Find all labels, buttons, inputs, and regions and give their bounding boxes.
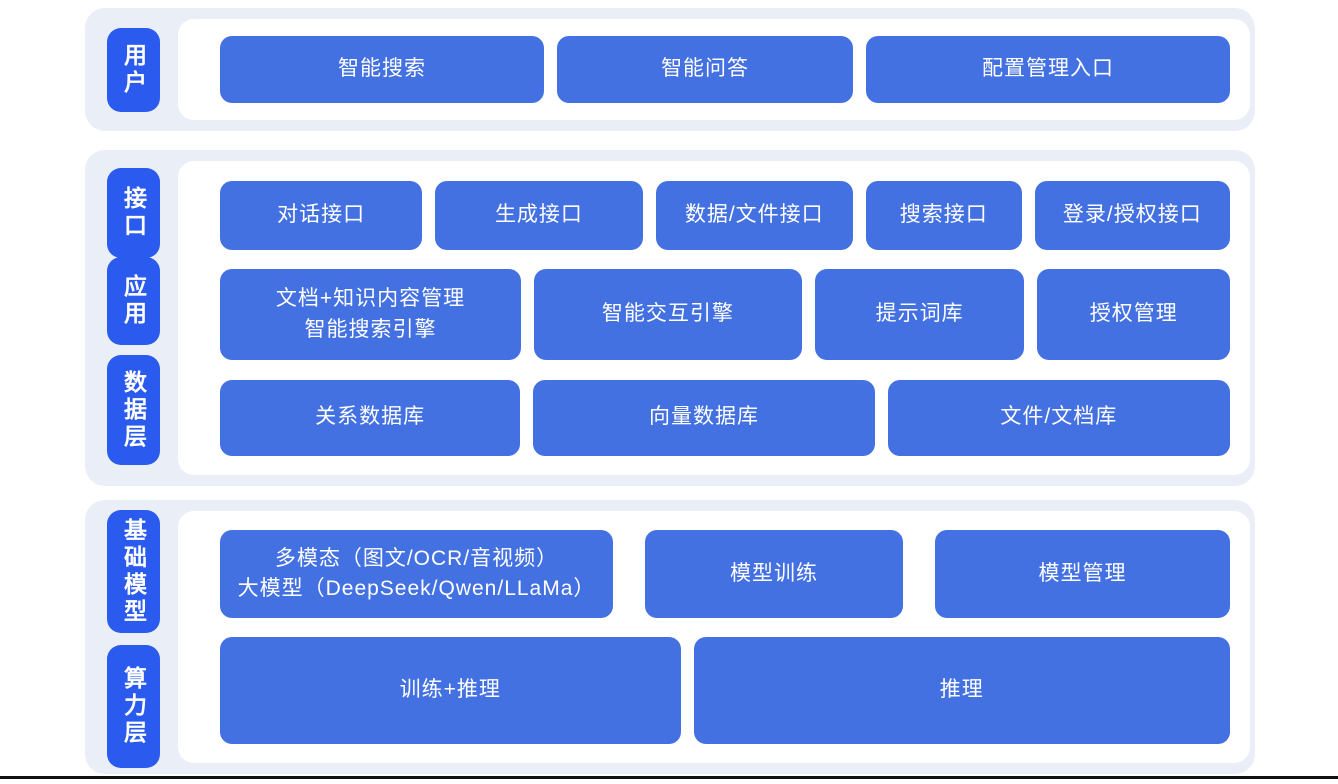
- box-model-management: 模型管理: [935, 530, 1230, 618]
- box-prompt-library: 提示词库: [814, 269, 1025, 360]
- box-generation-api: 生成接口: [435, 180, 643, 250]
- layer-label-user: 用户: [107, 28, 160, 112]
- layer-label-data-layer: 数据层: [107, 355, 160, 465]
- box-row: 关系数据库 向量数据库 文件/文档库: [220, 379, 1230, 456]
- box-row: 对话接口 生成接口 数据/文件接口 搜索接口 登录/授权接口: [220, 180, 1231, 250]
- box-inference: 推理: [693, 637, 1230, 744]
- box-row: 训练+推理 推理: [220, 637, 1230, 744]
- box-model-training: 模型训练: [645, 530, 903, 618]
- box-login-auth-api: 登录/授权接口: [1034, 180, 1231, 250]
- layer-section-user: 用户 智能搜索 智能问答 配置管理入口: [85, 8, 1255, 131]
- box-smart-search: 智能搜索: [220, 36, 545, 103]
- box-multimodal-llm: 多模态（图文/OCR/音视频） 大模型（DeepSeek/Qwen/LLaMa）: [220, 530, 613, 618]
- layer-section-base-model-compute: 基础模型 算力层 多模态（图文/OCR/音视频） 大模型（DeepSeek/Qw…: [85, 500, 1255, 774]
- layer-section-interface-app-data: 接口 应用 数据层 对话接口 生成接口 数据/文件接口 搜索接口 登录/授权接口…: [85, 150, 1255, 486]
- section-panel-base-model-compute: 多模态（图文/OCR/音视频） 大模型（DeepSeek/Qwen/LLaMa）…: [178, 511, 1250, 763]
- box-row: 智能搜索 智能问答 配置管理入口: [220, 36, 1230, 103]
- bottom-border-line: [0, 776, 1338, 779]
- box-vector-db: 向量数据库: [533, 379, 875, 456]
- box-data-file-api: 数据/文件接口: [655, 180, 853, 250]
- section-panel-interface-app-data: 对话接口 生成接口 数据/文件接口 搜索接口 登录/授权接口 文档+知识内容管理…: [178, 161, 1250, 475]
- box-row: 多模态（图文/OCR/音视频） 大模型（DeepSeek/Qwen/LLaMa）…: [220, 530, 1230, 618]
- box-config-management-entry: 配置管理入口: [866, 36, 1230, 103]
- box-relational-db: 关系数据库: [220, 379, 521, 456]
- box-search-api: 搜索接口: [865, 180, 1022, 250]
- section-panel-user: 智能搜索 智能问答 配置管理入口: [178, 19, 1250, 120]
- box-smart-qa: 智能问答: [557, 36, 854, 103]
- box-smart-interaction-engine: 智能交互引擎: [533, 269, 802, 360]
- box-dialog-api: 对话接口: [220, 180, 423, 250]
- box-row: 文档+知识内容管理 智能搜索引擎 智能交互引擎 提示词库 授权管理: [220, 269, 1230, 360]
- layer-label-base-model: 基础模型: [107, 510, 160, 633]
- box-doc-knowledge-search-engine: 文档+知识内容管理 智能搜索引擎: [220, 269, 521, 360]
- layer-label-interface: 接口: [107, 168, 160, 258]
- box-file-doc-store: 文件/文档库: [887, 379, 1230, 456]
- layer-label-application: 应用: [107, 257, 160, 345]
- layer-label-compute-layer: 算力层: [107, 645, 160, 768]
- box-training-inference: 训练+推理: [220, 637, 681, 744]
- box-auth-management: 授权管理: [1037, 269, 1230, 360]
